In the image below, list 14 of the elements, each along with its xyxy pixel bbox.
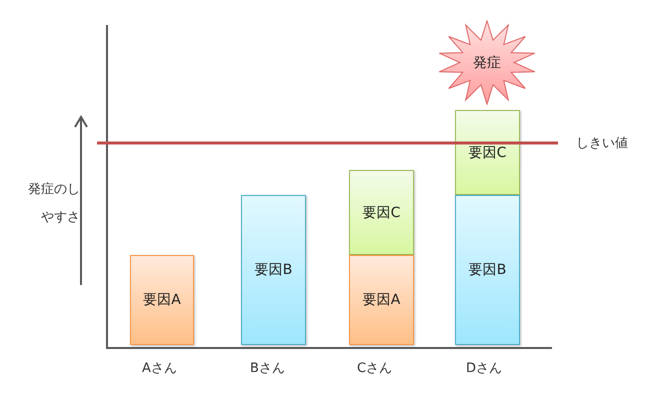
bar-segment: 要因C: [455, 110, 520, 195]
burst-label: 発症: [473, 54, 501, 72]
bar-segment: 要因A: [130, 255, 194, 345]
bar-segment: 要因B: [241, 195, 306, 345]
category-label: Aさん: [142, 360, 177, 377]
category-label: Bさん: [250, 360, 285, 377]
bar-segment: 要因B: [455, 195, 520, 345]
category-label: Dさん: [466, 360, 502, 377]
category-label: Cさん: [357, 360, 392, 377]
threshold-label: しきい値: [576, 135, 628, 152]
bar-segment: 要因A: [349, 255, 414, 345]
axis-label: 発症のしやすさ: [27, 181, 80, 227]
bar-segment: 要因C: [349, 170, 414, 255]
burst-shape: [437, 20, 537, 105]
